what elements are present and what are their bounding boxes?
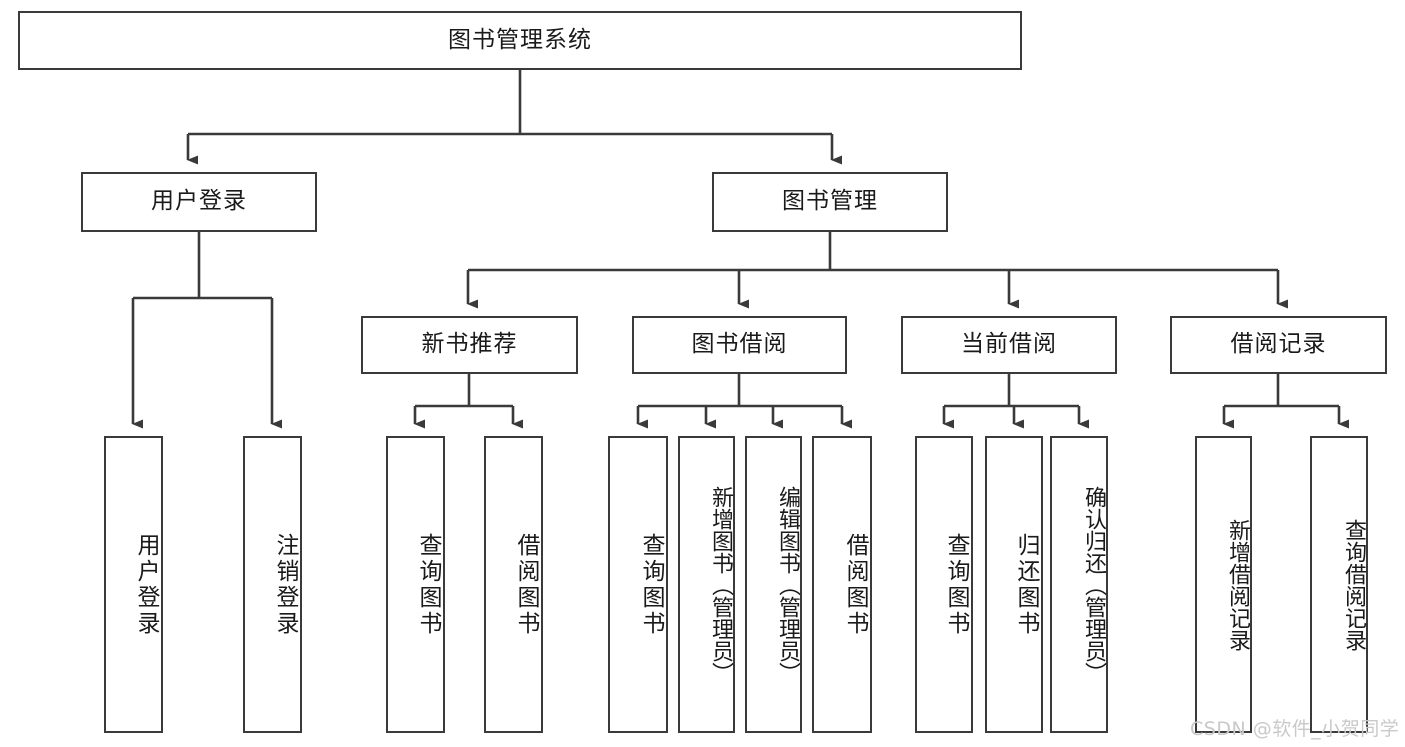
- leaf-borrow-book[interactable]: 借阅图书: [812, 436, 872, 733]
- node-label: 编辑图书（管理员）: [775, 485, 800, 684]
- leaf-return-book[interactable]: 归还图书: [985, 436, 1043, 733]
- node-label: 新书推荐: [421, 331, 518, 358]
- csdn-watermark: CSDN @软件_小贺同学: [1190, 714, 1399, 741]
- node-new-book-recommend[interactable]: 新书推荐: [361, 316, 578, 374]
- leaf-query-book-current[interactable]: 查询图书: [915, 436, 973, 733]
- node-label: 确认归还（管理员）: [1081, 485, 1106, 684]
- node-label: 用户登录: [151, 188, 247, 215]
- node-root-book-management-system[interactable]: 图书管理系统: [18, 11, 1022, 70]
- node-label: 借阅图书: [513, 532, 539, 637]
- leaf-add-borrow-record[interactable]: 新增借阅记录: [1195, 436, 1252, 733]
- node-book-management[interactable]: 图书管理: [712, 172, 948, 232]
- node-borrow-record[interactable]: 借阅记录: [1170, 316, 1387, 374]
- node-label: 图书借阅: [691, 331, 788, 358]
- node-current-borrow[interactable]: 当前借阅: [901, 316, 1117, 374]
- node-label: 图书管理系统: [448, 26, 592, 53]
- leaf-edit-book-admin[interactable]: 编辑图书（管理员）: [745, 436, 802, 733]
- leaf-user-login[interactable]: 用户登录: [104, 436, 163, 733]
- node-label: 当前借阅: [961, 331, 1057, 358]
- leaf-query-borrow-record[interactable]: 查询借阅记录: [1310, 436, 1368, 733]
- node-label: 用户登录: [133, 532, 159, 637]
- node-label: 查询图书: [415, 532, 441, 637]
- node-label: 借阅记录: [1230, 331, 1327, 358]
- node-label: 查询图书: [638, 532, 664, 637]
- node-label: 查询借阅记录: [1341, 518, 1366, 651]
- leaf-confirm-return-admin[interactable]: 确认归还（管理员）: [1050, 436, 1108, 733]
- leaf-borrow-book-recommend[interactable]: 借阅图书: [484, 436, 543, 733]
- watermark-text: CSDN @软件_小贺同学: [1190, 718, 1400, 740]
- leaf-logout[interactable]: 注销登录: [243, 436, 302, 733]
- node-user-login[interactable]: 用户登录: [81, 172, 317, 232]
- node-book-borrow[interactable]: 图书借阅: [632, 316, 847, 374]
- leaf-query-book-recommend[interactable]: 查询图书: [386, 436, 445, 733]
- leaf-add-book-admin[interactable]: 新增图书（管理员）: [678, 436, 735, 733]
- leaf-query-book-borrow[interactable]: 查询图书: [608, 436, 668, 733]
- node-label: 注销登录: [272, 532, 298, 637]
- node-label: 新增图书（管理员）: [708, 485, 733, 684]
- node-label: 归还图书: [1013, 532, 1039, 637]
- node-label: 新增借阅记录: [1225, 518, 1250, 651]
- node-label: 查询图书: [943, 532, 969, 637]
- node-label: 图书管理: [782, 188, 878, 215]
- node-label: 借阅图书: [842, 532, 868, 637]
